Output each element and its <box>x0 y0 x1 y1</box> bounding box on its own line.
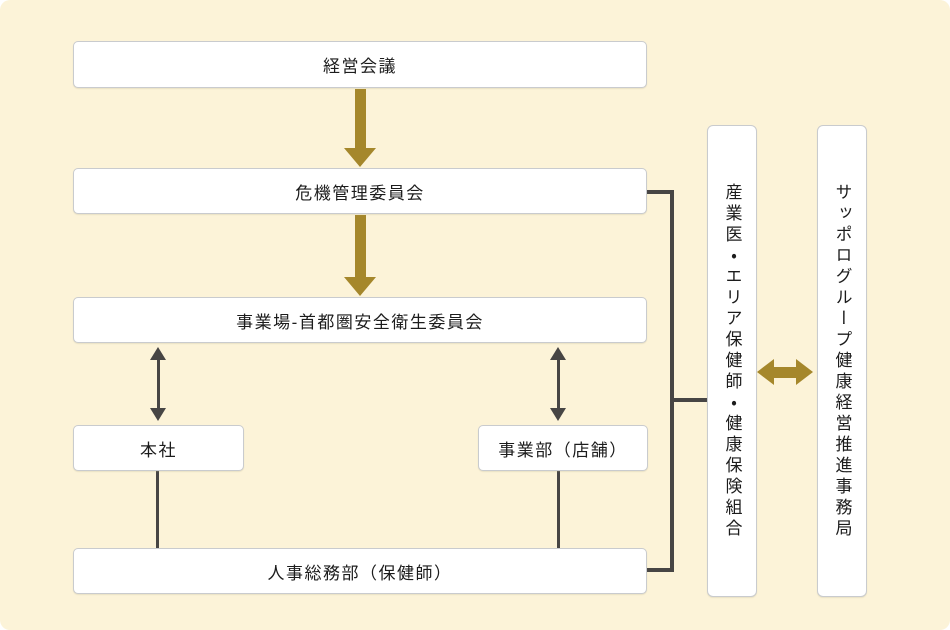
connector-line <box>670 398 708 402</box>
box-business-division-stores: 事業部（店舗） <box>478 425 648 471</box>
box-label: 事業場-首都圏安全衛生委員会 <box>236 312 484 332</box>
down-arrow-icon <box>344 89 376 167</box>
connector-line <box>670 190 674 572</box>
connector-line <box>646 190 674 194</box>
box-label: 経営会議 <box>323 57 397 76</box>
box-hr-general-affairs: 人事総務部（保健師） <box>73 548 647 594</box>
arrow-shaft <box>156 360 160 408</box>
box-occupational-physician-insurance: 産業医・エリア保健師・健康保険組合 <box>707 125 757 597</box>
arrow-head <box>757 359 774 385</box>
connector-line <box>557 471 560 548</box>
double-vertical-arrow-icon <box>549 347 567 421</box>
box-label: 産業医・エリア保健師・健康保険組合 <box>722 182 742 540</box>
arrow-head <box>150 347 166 360</box>
down-arrow-icon <box>344 215 376 296</box>
box-label: 危機管理委員会 <box>295 183 425 203</box>
arrow-shaft <box>354 89 366 148</box>
connector-line <box>646 568 674 572</box>
box-crisis-management-committee: 危機管理委員会 <box>73 168 647 214</box>
arrow-head <box>344 277 376 296</box>
box-label: 人事総務部（保健師） <box>267 563 453 583</box>
arrow-shaft <box>556 360 560 408</box>
connector-line <box>156 471 159 548</box>
box-head-office: 本社 <box>73 425 244 471</box>
double-horizontal-arrow-icon <box>757 350 813 394</box>
arrow-head <box>796 359 813 385</box>
arrow-head <box>550 347 566 360</box>
arrow-head <box>550 408 566 421</box>
arrow-shaft <box>354 215 366 277</box>
arrow-shaft <box>774 366 796 378</box>
box-worksite-safety-health-committee: 事業場-首都圏安全衛生委員会 <box>73 297 647 343</box>
box-label: 事業部（店舗） <box>498 440 628 460</box>
arrow-head <box>150 408 166 421</box>
box-label: 本社 <box>140 440 177 460</box>
box-management-meeting: 経営会議 <box>73 41 647 88</box>
double-vertical-arrow-icon <box>149 347 167 421</box>
arrow-head <box>344 148 376 167</box>
box-label: サッポログループ健康経営推進事務局 <box>832 182 852 540</box>
box-sapporo-group-health-office: サッポログループ健康経営推進事務局 <box>817 125 867 597</box>
